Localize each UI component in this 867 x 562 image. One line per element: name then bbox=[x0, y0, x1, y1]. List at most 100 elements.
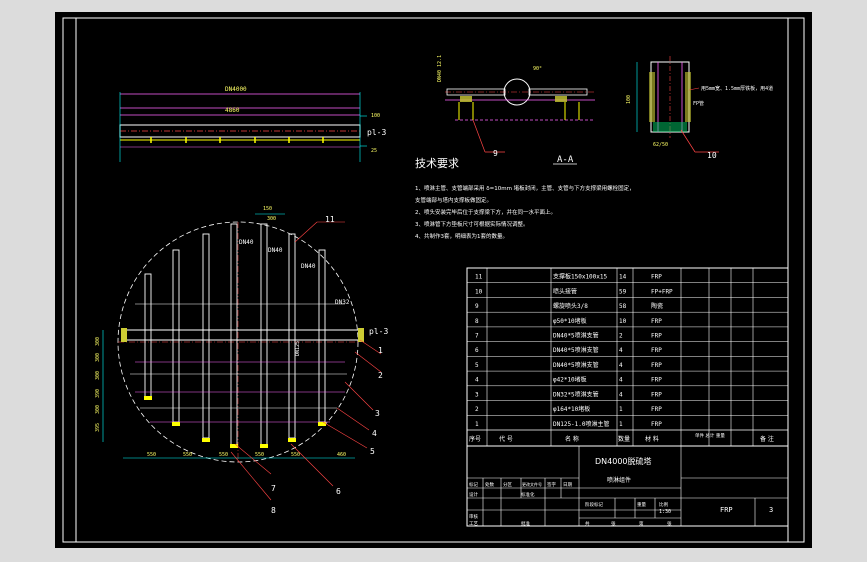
bom-cell-mat: FRP bbox=[651, 391, 662, 398]
callout-5: 5 bbox=[370, 447, 375, 456]
bom-cell-qty: 1 bbox=[619, 406, 623, 413]
bom-cell-qty: 4 bbox=[619, 391, 623, 398]
bom-cell-name: 螺旋喷头3/8 bbox=[553, 302, 588, 310]
section-title: A-A bbox=[557, 155, 574, 165]
dim-left-3: 300 bbox=[95, 371, 101, 380]
dim-left-5: 300 bbox=[95, 405, 101, 414]
tb-weight: 重量 bbox=[637, 501, 646, 508]
dn-label-2: DN40 bbox=[268, 247, 283, 254]
dim-bottom-1: 550 bbox=[147, 452, 156, 458]
hdr-weight: 单件 总计 重量 bbox=[695, 432, 725, 439]
dim-bottom-4: 550 bbox=[255, 452, 264, 458]
bom-cell-no: 11 bbox=[475, 274, 483, 281]
dim-bottom-2: 550 bbox=[183, 452, 192, 458]
callout-7: 7 bbox=[271, 484, 276, 493]
tech-note-4: 3、喷淋管下方垫板尺寸可根据实际情况调整。 bbox=[415, 220, 529, 228]
callout-4: 4 bbox=[372, 429, 377, 438]
material-cell: FRP bbox=[720, 506, 733, 514]
tb-total: 共 bbox=[585, 520, 590, 527]
bom-cell-mat: 陶瓷 bbox=[651, 302, 663, 310]
bom-cell-name: DN125-1.0喷淋主管 bbox=[553, 420, 610, 428]
note-screw: 用5mm宽、1.5mm厚铁板，用4道 bbox=[701, 85, 773, 92]
dim-bottom-3: 550 bbox=[219, 452, 228, 458]
bom-cell-qty: 14 bbox=[619, 274, 627, 281]
bom-cell-qty: 58 bbox=[619, 303, 627, 310]
tb-scale: 比例 bbox=[659, 501, 668, 508]
top-view: DN4000 4860 100 25 pl-3 bbox=[119, 86, 386, 162]
bom-cell-no: 5 bbox=[475, 362, 479, 369]
bom-cell-no: 6 bbox=[475, 347, 479, 354]
dim-top-1: 150 bbox=[263, 206, 272, 212]
bom-cell-name: 喷头接管 bbox=[553, 287, 577, 295]
title-block: DN4000脱硫塔 喷淋组件 FRP 3 1:30 标记 处数 分区 更改文件号… bbox=[466, 445, 789, 527]
dim-bottom-5: 550 bbox=[291, 452, 300, 458]
hdr-code: 代 号 bbox=[499, 435, 513, 443]
bom-cell-no: 10 bbox=[475, 288, 483, 295]
bom-cell-name: φ164*10堵板 bbox=[553, 405, 590, 413]
bom-cell-name: 支撑板150x100x15 bbox=[553, 273, 608, 281]
tb-approve: 批准 bbox=[521, 520, 530, 527]
tech-title: 技术要求 bbox=[415, 157, 459, 170]
callout-11: 11 bbox=[325, 215, 335, 224]
dim-bottom-6: 460 bbox=[337, 452, 346, 458]
bom-cell-qty: 4 bbox=[619, 362, 623, 369]
bom-cell-qty: 4 bbox=[619, 377, 623, 384]
dim-inner: 4860 bbox=[225, 107, 240, 114]
dn-label-5: DN125 bbox=[295, 341, 301, 356]
bom-cell-no: 8 bbox=[475, 318, 479, 325]
dim-right-2: 25 bbox=[371, 148, 377, 154]
tech-note-3: 2、喷头安装完毕后位于支撑梁下方，并在同一水平面上。 bbox=[415, 208, 556, 216]
bom-cell-no: 3 bbox=[475, 391, 479, 398]
bom-cell-name: DN40*5喷淋支管 bbox=[553, 346, 599, 354]
callout-2: 2 bbox=[378, 371, 383, 380]
bom-cell-no: 4 bbox=[475, 377, 479, 384]
callout-8: 8 bbox=[271, 506, 276, 515]
callout-10: 10 bbox=[707, 151, 717, 160]
bom-cell-name: DN40*5喷淋支管 bbox=[553, 361, 599, 369]
tech-note-1: 1、喷淋主管、支管端部采用 δ=10mm 堵板封闭，主管、支管与下方支撑梁用螺栓… bbox=[415, 184, 635, 192]
bom-cell-mat: FRP bbox=[651, 333, 662, 340]
tb-count: 处数 bbox=[485, 481, 494, 488]
bom-cell-mat: FRP bbox=[651, 362, 662, 369]
bom-cell-mat: FRP bbox=[651, 406, 662, 413]
cad-drawing: DN4000 4860 100 25 pl-3 DN40 12.1 90° bbox=[62, 17, 805, 543]
hdr-no: 序号 bbox=[469, 435, 481, 443]
label-pl: pl-3 bbox=[367, 128, 386, 137]
tb-sign: 签字 bbox=[547, 481, 556, 488]
bom-cell-qty: 59 bbox=[619, 288, 627, 295]
hdr-mat: 材 料 bbox=[645, 435, 659, 443]
bom-cell-mat: FRP bbox=[651, 377, 662, 384]
dim-left-2: 300 bbox=[95, 353, 101, 362]
bom-cell-mat: FRP bbox=[651, 318, 662, 325]
bom-cell-no: 1 bbox=[475, 421, 479, 428]
callout-6: 6 bbox=[336, 487, 341, 496]
dn-label-3: DN40 bbox=[301, 263, 316, 270]
tb-sheet-no: 第 bbox=[639, 520, 644, 527]
bom-cell-no: 9 bbox=[475, 303, 479, 310]
hdr-qty: 数量 bbox=[618, 435, 630, 443]
tb-zone: 分区 bbox=[503, 481, 512, 488]
dn-label-4: DN32 bbox=[335, 299, 350, 306]
dim-left-4: 390 bbox=[95, 389, 101, 398]
section-view: DN40 12.1 90° 9 A-A 100 62/50 用5mm宽、1.5m… bbox=[437, 55, 773, 165]
bom-cell-name: φ50*10堵板 bbox=[553, 317, 587, 325]
tb-process: 工艺 bbox=[469, 521, 478, 527]
dim-h: 100 bbox=[626, 95, 632, 104]
hdr-note: 备 注 bbox=[760, 435, 774, 443]
tech-note-5: 4、共制作3套，明细表为1套的数量。 bbox=[415, 232, 508, 240]
drawing-title: DN4000脱硫塔 bbox=[595, 456, 652, 466]
dn-label: DN40 12.1 bbox=[437, 55, 443, 82]
dim-outer: DN4000 bbox=[225, 86, 247, 93]
bom-cell-mat: FRP bbox=[651, 274, 662, 281]
tb-change-doc: 更改文件号 bbox=[522, 481, 542, 487]
bom-cell-qty: 10 bbox=[619, 318, 627, 325]
hdr-name: 名 称 bbox=[565, 435, 579, 443]
bom-cell-mat: FRP bbox=[651, 347, 662, 354]
drawing-sheet: DN4000 4860 100 25 pl-3 DN40 12.1 90° bbox=[55, 12, 812, 548]
outer-frame bbox=[62, 17, 805, 543]
plan-view: 550 550 550 550 550 460 300 300 300 390 … bbox=[95, 206, 388, 515]
bom-cell-no: 7 bbox=[475, 333, 479, 340]
dim-right-1: 100 bbox=[371, 113, 380, 119]
bom-cell-name: φ42*10堵板 bbox=[553, 376, 587, 384]
